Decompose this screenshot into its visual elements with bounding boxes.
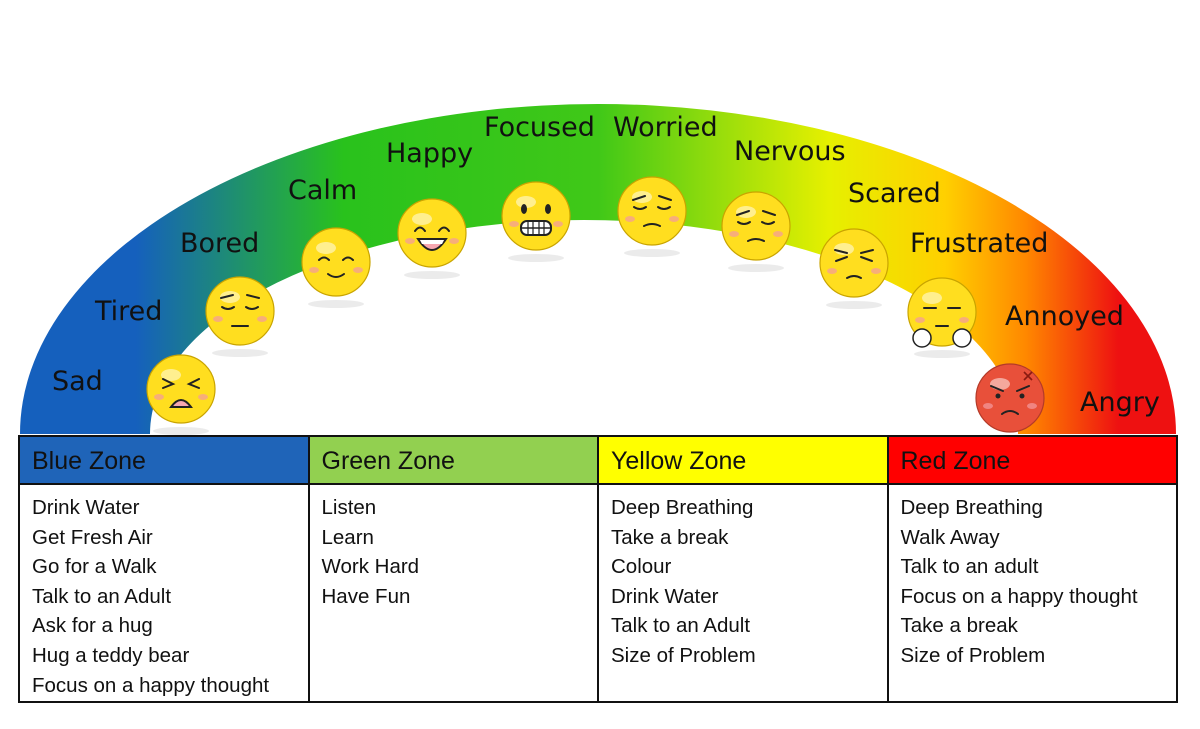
grinning-face-icon [501, 181, 571, 262]
laughing-face-icon [397, 198, 467, 279]
scared-face-icon [819, 228, 889, 309]
emotion-label: Happy [386, 138, 473, 169]
zone-item: Talk to an Adult [32, 584, 172, 608]
emotion-label: Worried [613, 112, 718, 143]
zone-item: Listen [321, 496, 377, 519]
zone-item: Walk Away [900, 525, 1000, 549]
emotion-label: Tired [94, 296, 162, 327]
emotion-label: Frustrated [910, 228, 1048, 259]
zone-items-green: Listen Learn Work Hard Have Fun [310, 485, 598, 611]
emotion-label: Annoyed [1005, 301, 1124, 332]
frustrated-face-icon [907, 277, 977, 358]
zones-table: Blue Zone Drink Water Get Fresh Air Go f… [18, 435, 1178, 703]
emotion-label: Focused [484, 112, 595, 143]
nervous-face-icon [721, 191, 791, 272]
emotion-label: Scared [848, 178, 941, 209]
zone-item: Learn [321, 525, 374, 549]
zone-item: Deep Breathing [900, 496, 1043, 519]
content-face-icon [301, 227, 371, 308]
zone-item: Ask for a hug [32, 614, 153, 638]
emotion-label: Sad [52, 366, 103, 397]
zone-item: Focus on a happy thought [32, 673, 270, 697]
zone-items-yellow: Deep Breathing Take a break Colour Drink… [599, 485, 887, 671]
zone-item: Size of Problem [611, 643, 756, 667]
zone-item: Size of Problem [900, 643, 1046, 667]
zone-item: Talk to an adult [900, 555, 1039, 579]
zone-header-yellow: Yellow Zone [599, 437, 887, 485]
zone-item: Colour [611, 555, 672, 579]
emotion-label: Angry [1080, 387, 1160, 418]
emotion-label: Nervous [734, 136, 846, 167]
emotion-label: Calm [288, 175, 357, 206]
emotion-label: Bored [180, 228, 259, 259]
zone-item: Go for a Walk [32, 555, 157, 579]
zone-item: Focus on a happy thought [900, 584, 1138, 608]
zone-column-yellow: Yellow Zone Deep Breathing Take a break … [599, 437, 889, 701]
zone-column-red: Red Zone Deep Breathing Walk Away Talk t… [888, 437, 1177, 701]
zone-items-red: Deep Breathing Walk Away Talk to an adul… [889, 485, 1177, 671]
zone-column-blue: Blue Zone Drink Water Get Fresh Air Go f… [20, 437, 310, 701]
zone-item: Have Fun [321, 584, 411, 608]
zone-header-blue: Blue Zone [20, 437, 308, 485]
emotion-rainbow: Sad Tired Bored Calm Happy Focused WorriedNerv… [20, 104, 1176, 440]
zone-item: Deep Breathing [611, 496, 754, 519]
crying-face-icon [146, 354, 216, 435]
zone-items-blue: Drink Water Get Fresh Air Go for a Walk … [20, 485, 308, 700]
zone-item: Hug a teddy bear [32, 643, 190, 667]
tired-face-icon [205, 276, 275, 357]
rainbow-band [20, 104, 1176, 434]
zone-header-green: Green Zone [309, 437, 597, 485]
zone-item: Take a break [611, 525, 729, 549]
zone-item: Drink Water [32, 496, 140, 519]
zone-item: Work Hard [321, 555, 420, 579]
zone-item: Get Fresh Air [32, 525, 153, 549]
worried-face-icon [617, 176, 687, 257]
zone-item: Talk to an Adult [611, 614, 751, 638]
zone-item: Take a break [900, 614, 1018, 638]
zone-column-green: Green Zone Listen Learn Work Hard Have F… [309, 437, 599, 701]
zone-item: Drink Water [611, 584, 719, 608]
zone-header-red: Red Zone [888, 437, 1176, 485]
